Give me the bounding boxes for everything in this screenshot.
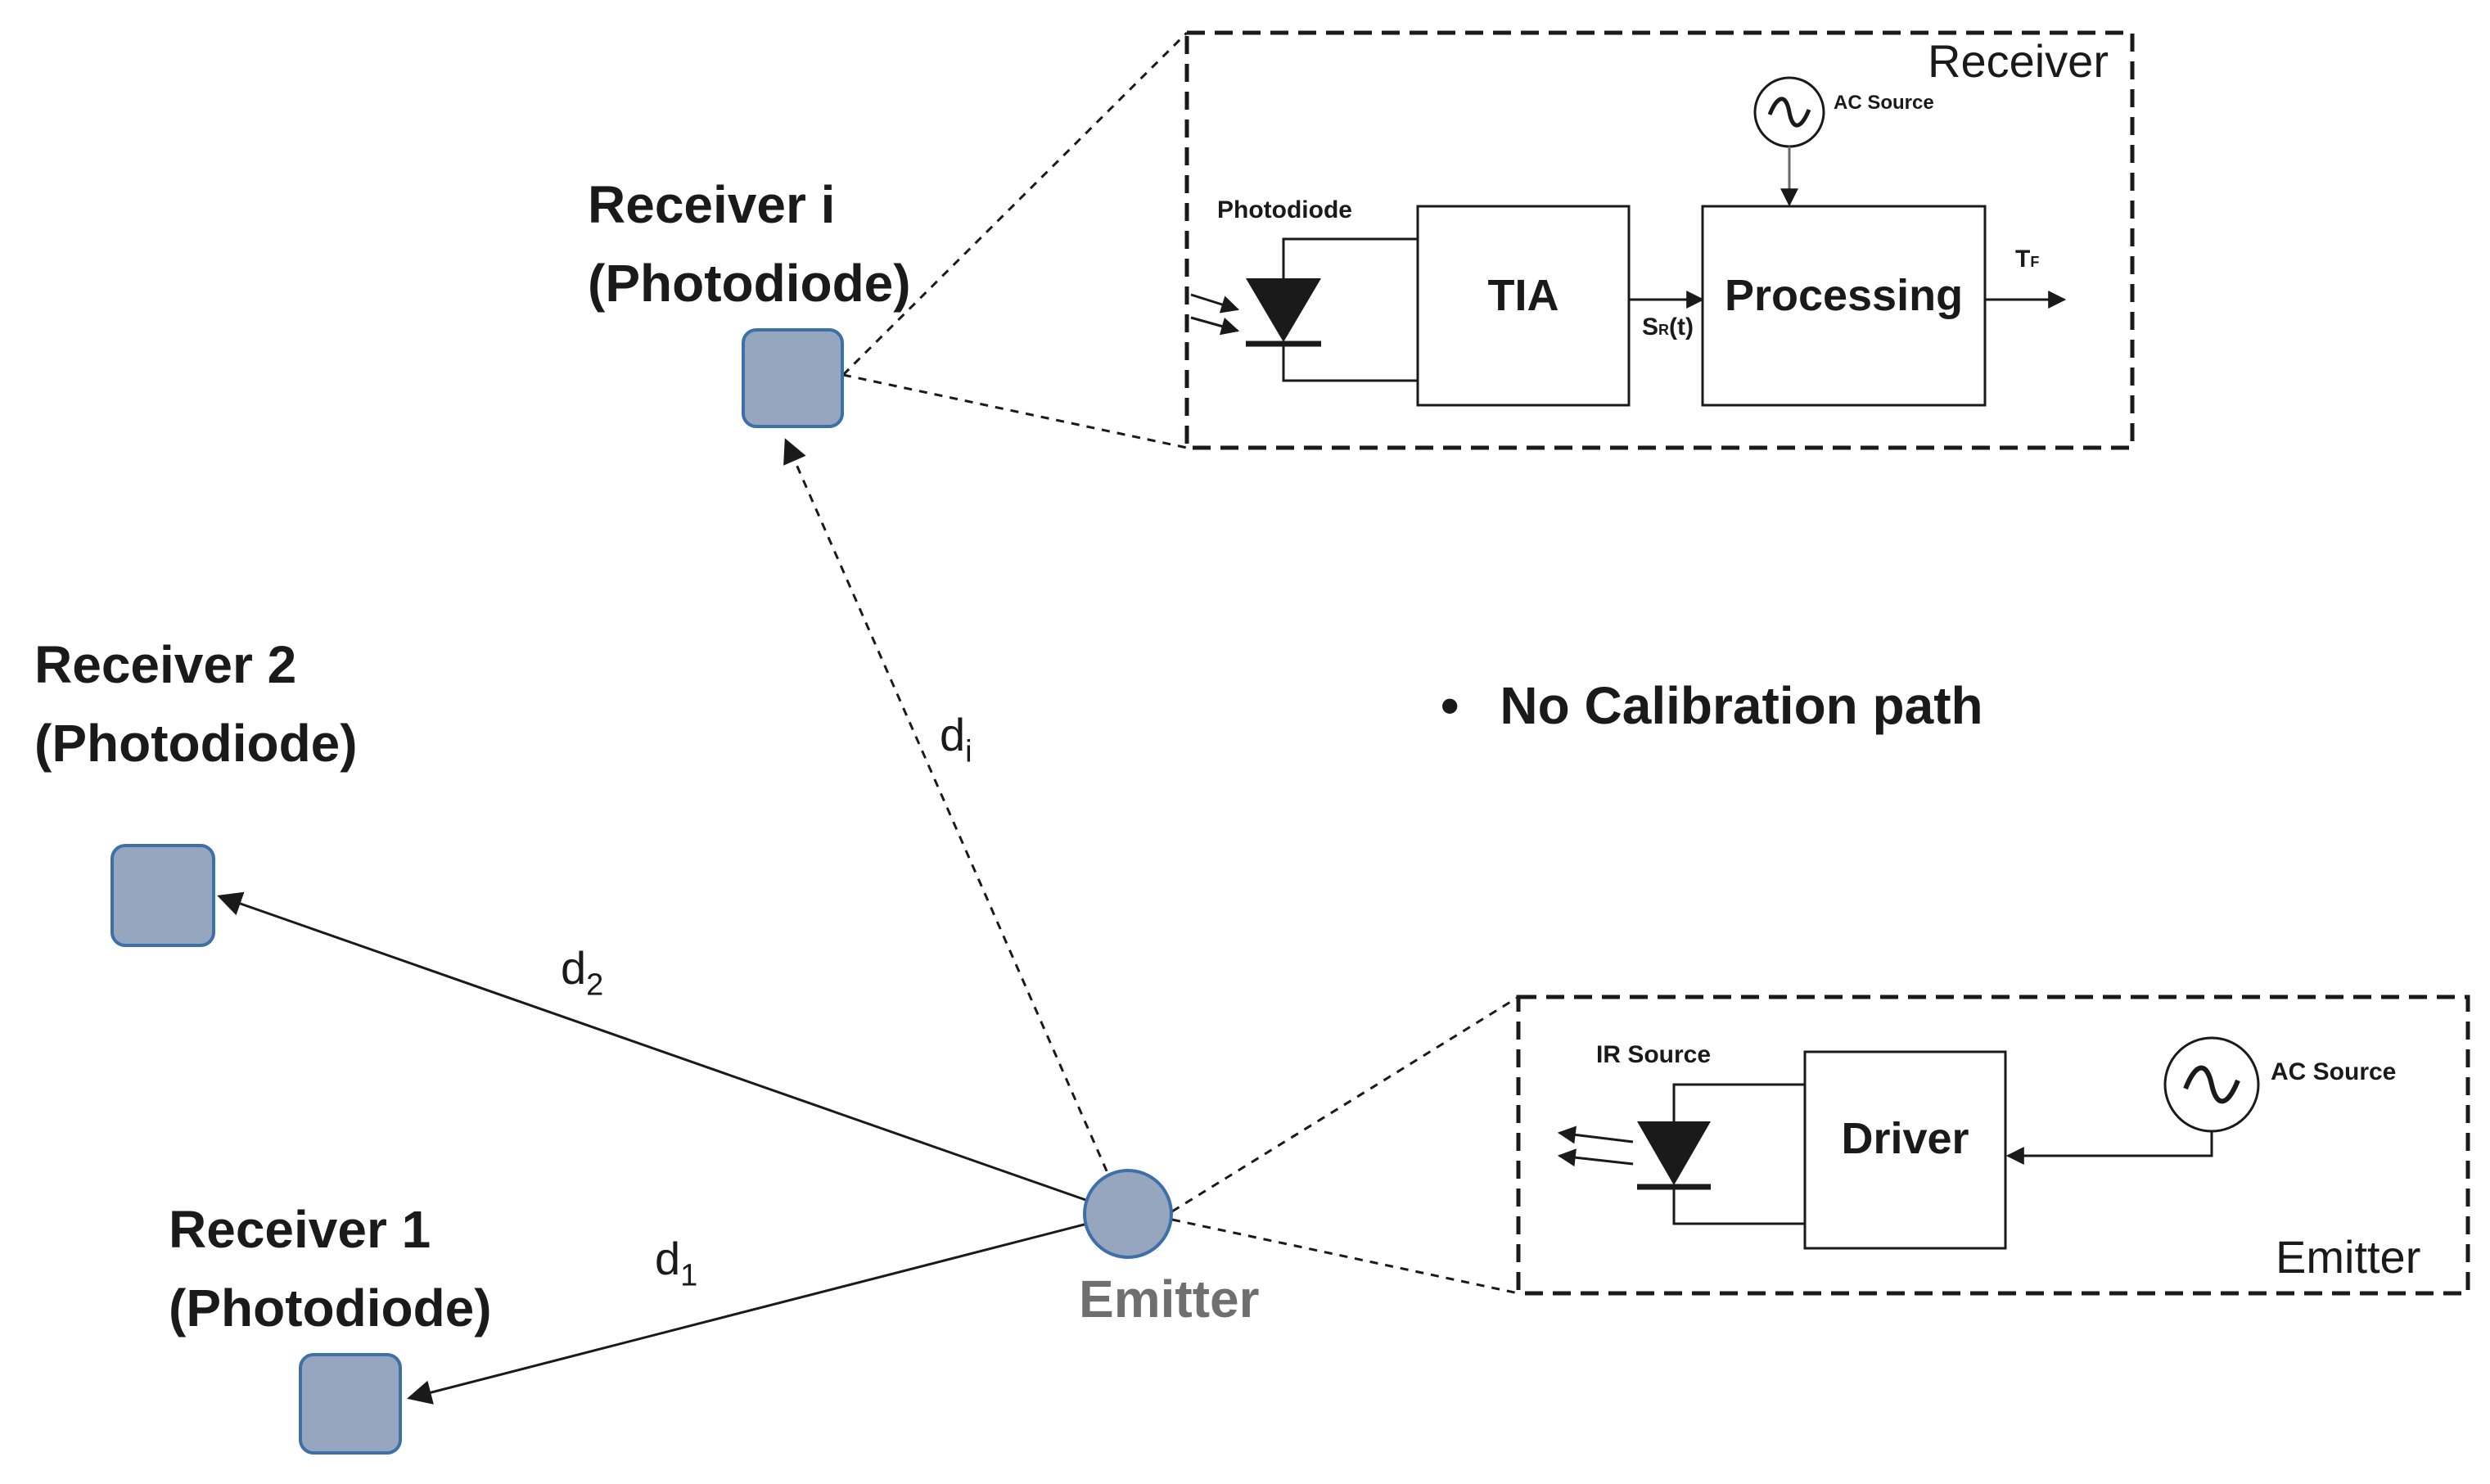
path-to-receiver-i <box>783 438 1127 1215</box>
distance-d-i-base: d <box>940 709 966 760</box>
receiver-ac-source-label: AC Source <box>1834 92 1934 114</box>
signal-sr-base: S <box>1642 313 1659 341</box>
receiver-1-label-line2: (Photodiode) <box>169 1279 492 1337</box>
path-to-receiver-2 <box>217 891 1126 1216</box>
emitter-node <box>1083 1169 1173 1259</box>
output-tf-sub: F <box>2030 254 2040 270</box>
emitter-box-corner-label: Emitter <box>2276 1231 2421 1283</box>
receiver-2-label: Receiver 2 (Photodiode) <box>34 625 358 783</box>
distance-label-d-i: di <box>940 708 972 769</box>
ir-source-diode-symbol <box>1557 1083 1805 1225</box>
receiver-2-label-line1: Receiver 2 <box>34 635 297 694</box>
signal-sr-label: SR(t) <box>1642 313 1694 341</box>
emitter-label: Emitter <box>1079 1270 1260 1328</box>
photodiode-label: Photodiode <box>1217 196 1352 223</box>
receiver-1-label: Receiver 1 (Photodiode) <box>169 1190 492 1347</box>
receiver-zoom-line-bottom <box>842 373 1188 449</box>
emitter-zoom-line-top <box>1171 995 1519 1213</box>
output-tf-label: TF <box>2015 246 2039 273</box>
signal-sr-suffix: (t) <box>1669 313 1694 341</box>
receiver-2-label-line2: (Photodiode) <box>34 714 358 773</box>
distance-d-1-base: d <box>655 1233 681 1284</box>
emitter-zoom-line-bottom <box>1171 1218 1519 1295</box>
distance-d-2-base: d <box>561 942 587 994</box>
receiver-zoom-line-top <box>841 31 1189 377</box>
distance-d-2-sub: 2 <box>586 968 604 1003</box>
no-calibration-text: No Calibration path <box>1500 676 1983 735</box>
receiver-1-label-line1: Receiver 1 <box>169 1200 431 1259</box>
no-calibration-note: • No Calibration path <box>1441 675 1983 736</box>
receiver-i-label: Receiver i (Photodiode) <box>588 165 911 323</box>
signal-sr-sub: R <box>1658 322 1670 338</box>
receiver-i-node <box>742 328 844 428</box>
driver-block <box>1803 1050 2007 1250</box>
tia-label: TIA <box>1487 271 1559 320</box>
receiver-photodiode-symbol <box>1190 237 1418 382</box>
processing-label: Processing <box>1724 271 1964 320</box>
distance-d-i-sub: i <box>965 734 972 769</box>
ir-source-label: IR Source <box>1596 1041 1712 1068</box>
output-tf-base: T <box>2015 246 2031 273</box>
ac-source-to-driver-arrow <box>2005 1131 2213 1165</box>
emitter-detail-box <box>1516 995 2470 1296</box>
distance-label-d-2: d2 <box>561 941 603 1003</box>
processing-block <box>1701 205 1987 407</box>
receiver-2-node <box>111 844 215 947</box>
tia-block <box>1416 205 1631 407</box>
emitter-ac-source-label: AC Source <box>2271 1058 2397 1085</box>
receiver-box-corner-label: Receiver <box>1928 35 2109 87</box>
bullet-icon: • <box>1441 676 1459 735</box>
receiver-i-label-line1: Receiver i <box>588 175 836 234</box>
path-to-receiver-1 <box>407 1212 1126 1405</box>
distance-label-d-1: d1 <box>655 1232 697 1293</box>
driver-label: Driver <box>1841 1114 1969 1163</box>
receiver-ac-wave-icon <box>1767 97 1811 128</box>
receiver-i-label-line2: (Photodiode) <box>588 254 911 313</box>
emitter-ac-wave-icon <box>2183 1065 2240 1104</box>
receiver-1-node <box>299 1353 402 1455</box>
distance-d-1-sub: 1 <box>680 1258 698 1293</box>
receiver-detail-box <box>1184 30 2135 450</box>
